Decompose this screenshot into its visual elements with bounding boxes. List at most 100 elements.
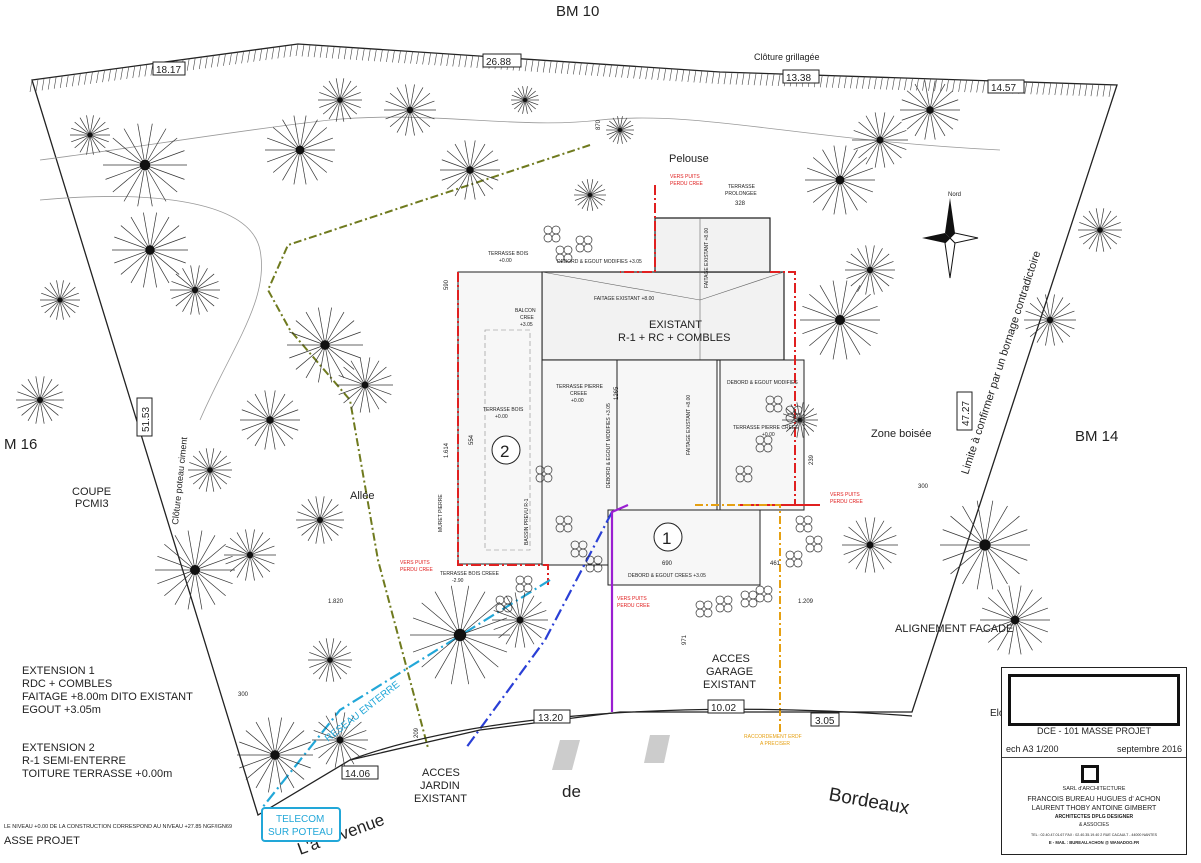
- tree-icon: [410, 585, 510, 685]
- dim-1209: 1.209: [798, 599, 814, 605]
- acces-jardin-2: JARDIN: [420, 780, 460, 792]
- fence-west-label: Clôture poteau ciment: [170, 436, 189, 525]
- shrub-icon: [551, 225, 561, 235]
- boundary-east-label: Limite à confirmer par un bornage contra…: [959, 249, 1043, 475]
- annot-vers-puits-center2: PERDU CREE: [617, 603, 650, 609]
- tree-icon: [265, 115, 335, 185]
- shrub-icon: [743, 473, 753, 483]
- annot-bassin: BASSIN PREVU R-1: [524, 498, 530, 545]
- olive-line: [266, 144, 591, 749]
- shrub-icon: [583, 235, 593, 245]
- purple-network: [610, 503, 629, 712]
- firm-names-2: LAURENT THOBY ANTOINE GIMBERT: [1031, 805, 1157, 812]
- annot-terrasse-pierre2: CREEE: [570, 391, 588, 397]
- tree-icon: [492, 592, 548, 648]
- shrub-icon: [523, 575, 533, 585]
- building-label-1: EXISTANT: [649, 319, 702, 331]
- dim-300a: 300: [238, 692, 249, 698]
- tree-icon: [112, 212, 188, 288]
- annot-terrasse-pierre: TERRASSE PIERRE: [556, 384, 604, 390]
- raccordement-1: RACCORDEMENT ERDF: [744, 734, 802, 740]
- shrub-icon: [803, 523, 813, 533]
- dim-870: 870: [596, 119, 602, 130]
- title-block-meta: ech A3 1/200 septembre 2016: [1006, 744, 1182, 754]
- red-drain-top: [620, 185, 656, 273]
- dim-690: 690: [662, 561, 673, 567]
- shrub-icon: [695, 600, 705, 610]
- parcel-ref-west: M 16: [4, 436, 37, 453]
- section-label-2: PCMI3: [75, 498, 109, 510]
- annot-terrasse-bois-top: TERRASSE BOIS: [488, 251, 529, 257]
- road-edge: [349, 708, 913, 761]
- telecom-2: SUR POTEAU: [268, 827, 333, 838]
- shrub-icon: [785, 550, 795, 560]
- ext2-line3: TOITURE TERRASSE +0.00m: [22, 768, 172, 780]
- annot-terrasse-bois-mid: TERRASSE BOIS: [483, 407, 524, 413]
- acces-jardin-1: ACCES: [422, 767, 460, 779]
- tree-icon: [16, 376, 64, 424]
- garden-path: [39, 116, 1001, 161]
- title-block-scale: ech A3 1/200: [1006, 744, 1059, 754]
- shrub-icon: [755, 593, 765, 603]
- shrub-icon: [793, 558, 803, 568]
- annot-terrasse-pierre-right-lvl: +0.00: [762, 432, 775, 438]
- dim-47-27: 47.27: [961, 401, 972, 426]
- firm-email: E - MAIL : BUREAU.ACHON @ WANADOO.FR: [1048, 840, 1140, 845]
- road-markings: [552, 735, 670, 770]
- annot-terrasse-pierre3: +0.00: [571, 398, 584, 404]
- shrub-icon: [575, 243, 585, 253]
- ext1-line4: EGOUT +3.05m: [22, 704, 101, 716]
- annot-debord-v: DEBORD & EGOUT MODIFIES +3.05: [606, 403, 612, 488]
- title-block-divider: [1002, 757, 1186, 758]
- red-drain-left: [457, 272, 549, 585]
- parcel-boundary: [31, 43, 1118, 816]
- dim-971: 971: [682, 634, 688, 645]
- shrub-icon: [703, 608, 713, 618]
- shrub-icon: [755, 585, 765, 595]
- shrub-icon: [575, 235, 585, 245]
- tree-icon: [842, 517, 898, 573]
- blue-network: [465, 511, 613, 749]
- annot-balcon3: +3.05: [520, 322, 533, 328]
- tree-icon: [337, 357, 393, 413]
- wood-label: Zone boisée: [871, 428, 932, 440]
- tree-icon: [70, 115, 110, 155]
- annot-terrasse-bois-mid-lvl: +0.00: [495, 414, 508, 420]
- shrub-icon: [763, 585, 773, 595]
- tree-icon: [40, 280, 80, 320]
- marker-extension-2: [491, 435, 521, 465]
- ext2-line2: R-1 SEMI-ENTERRE: [22, 755, 126, 767]
- tree-icon: [900, 80, 960, 140]
- firm-names-1: FRANCOIS BUREAU HUGUES d' ACHON: [1027, 796, 1161, 803]
- extension-1-block: [607, 359, 805, 586]
- tree-icon: [103, 123, 187, 207]
- shrub-icon: [543, 233, 553, 243]
- title-block-frame: [1008, 674, 1180, 726]
- firm-contact: TEL : 02.40.47.01.67 FAX : 02.40.35.19.4…: [1031, 833, 1157, 837]
- shrub-icon: [703, 600, 713, 610]
- parcel-ref-north: BM 10: [556, 3, 599, 20]
- annot-vers-puits-top2: PERDU CREE: [670, 181, 703, 187]
- dim-590: 590: [444, 279, 450, 290]
- tree-icon: [312, 712, 368, 768]
- tree-icon: [805, 145, 875, 215]
- shrub-icon: [763, 593, 773, 603]
- tree-icon: [237, 717, 313, 793]
- annot-muret: MURET PIERRE: [438, 494, 444, 532]
- shrub-icon: [515, 575, 525, 585]
- shrub-icon: [793, 413, 803, 423]
- alignement-label: ALIGNEMENT FACADE: [895, 623, 1013, 635]
- garden-path-2: [39, 196, 262, 421]
- firm-logo-icon: [1081, 765, 1099, 783]
- shrub-icon: [723, 595, 733, 605]
- shrub-icon: [695, 608, 705, 618]
- dim-1820: 1.820: [328, 599, 344, 605]
- road-avenue: venue: [337, 810, 387, 844]
- north-arrow-icon: [922, 198, 979, 279]
- dim-18-17: 18.17: [156, 65, 181, 76]
- annot-balcon: BALCON: [515, 308, 536, 314]
- annot-terrasse-bois-cree-lvl: -2.90: [452, 578, 464, 584]
- tree-icon: [240, 390, 300, 450]
- annot-balcon2: CREE: [520, 315, 535, 321]
- dim-461: 461: [770, 561, 781, 567]
